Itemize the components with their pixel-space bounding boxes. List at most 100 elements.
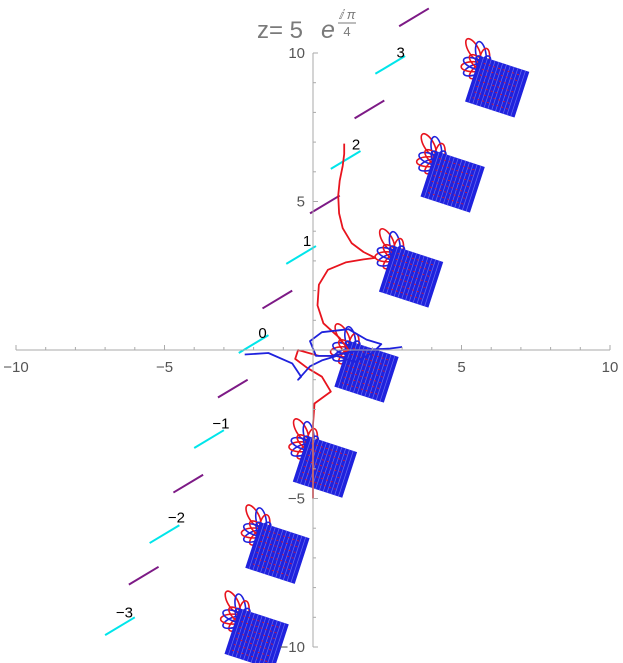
hatch-red (345, 370, 384, 385)
hatch-line (315, 443, 331, 490)
pattern-blob (329, 323, 399, 403)
hatch-line (439, 156, 455, 203)
chart-title: z= 5 e ⅈ π 4 (257, 7, 356, 44)
hatch-line (401, 253, 417, 300)
title-exponent-numerator: ⅈ π (339, 7, 356, 22)
hatch-block (224, 608, 289, 663)
hatch-red (243, 615, 282, 629)
segment-index-label: 1 (303, 233, 311, 250)
hatch-line (356, 348, 373, 395)
cyan-segment (149, 524, 180, 544)
hatch-red (439, 158, 478, 172)
hatch-line (368, 351, 384, 398)
hatch-red (343, 376, 382, 390)
hatch-line (286, 535, 303, 582)
hatch-block (378, 245, 444, 308)
hatch-line (502, 68, 519, 114)
hatch-line (412, 256, 429, 303)
segment-index-label: 0 (258, 325, 266, 342)
hatch-line (262, 620, 278, 663)
hatch-block (420, 150, 485, 213)
x-tick-label: −5 (156, 359, 173, 376)
hatch-line (338, 450, 354, 497)
cyan-segment (104, 616, 136, 636)
hatch-line (248, 523, 265, 570)
hatch-line (269, 622, 286, 663)
red-curve (294, 143, 377, 499)
hatch-block (465, 55, 530, 118)
hatch-line (282, 534, 299, 581)
hatch-red (483, 63, 522, 77)
hatch-red (311, 443, 350, 457)
segment-index-label: −3 (116, 604, 133, 621)
hatch-red (235, 638, 274, 652)
y-tick-label: −10 (280, 639, 305, 656)
hatch-red (254, 557, 293, 571)
hatch-line (227, 609, 244, 656)
curves (244, 143, 403, 499)
hatch-line (334, 449, 350, 496)
hatch-line (424, 260, 440, 307)
y-tick-label: 10 (288, 45, 305, 62)
x-tick-label: −10 (3, 359, 28, 376)
purple-segment (261, 289, 293, 310)
pattern-blobs (219, 37, 530, 663)
hatch-red (474, 91, 513, 105)
hatch-line (296, 437, 312, 483)
hatch-red (388, 281, 427, 295)
x-tick-label: 10 (602, 359, 619, 376)
hatch-line (330, 448, 347, 495)
segment-index-label: −1 (212, 416, 229, 433)
y-tick-label: −5 (288, 491, 305, 508)
pattern-blob (415, 132, 485, 213)
hatch-line (263, 528, 280, 575)
hatch-line (397, 251, 414, 298)
cyan-segment (193, 429, 225, 449)
hatch-line (462, 164, 478, 211)
hatch-line (326, 447, 343, 493)
hatch-red (256, 552, 295, 566)
x-tick-label: 5 (457, 359, 465, 376)
hatch-red (302, 471, 341, 485)
hatch-red (478, 80, 517, 94)
hatch-red (433, 175, 472, 189)
hatch-red (231, 649, 271, 663)
pattern-blob (374, 227, 444, 308)
hatch-line (420, 259, 436, 306)
hatch-line (353, 347, 369, 393)
cyan-segment (330, 150, 362, 170)
hatch-line (265, 621, 282, 663)
hatch-line (416, 258, 433, 305)
hatch-block (245, 522, 310, 584)
purple-segment (172, 473, 204, 494)
cyan-segment (285, 245, 317, 265)
hatch-red (431, 180, 470, 195)
pattern-blob (460, 37, 530, 118)
purple-segment (309, 194, 341, 215)
hatch-line (375, 354, 392, 401)
hatch-line (487, 63, 504, 110)
hatch-red (237, 632, 276, 646)
segment-index-label: −2 (168, 509, 185, 526)
pattern-blob (288, 418, 358, 498)
y-tick-label: 5 (297, 194, 305, 211)
pattern-blob (240, 504, 310, 584)
hatch-line (506, 69, 523, 116)
purple-segment (398, 7, 430, 28)
hatch-line (458, 163, 474, 209)
purple-segment (128, 565, 160, 586)
hatch-line (465, 165, 482, 212)
hatch-line (468, 56, 485, 103)
hatch-block (292, 436, 358, 498)
blue-curve (244, 328, 403, 381)
hatch-line (454, 161, 470, 208)
hatch-line (290, 536, 307, 583)
hatch-line (379, 355, 396, 402)
hatch-red (303, 466, 343, 480)
title-base: e (321, 16, 335, 44)
cyan-segment (374, 55, 406, 75)
hatch-line (372, 353, 388, 400)
hatch-red (391, 270, 431, 284)
hatch-line (442, 158, 459, 205)
